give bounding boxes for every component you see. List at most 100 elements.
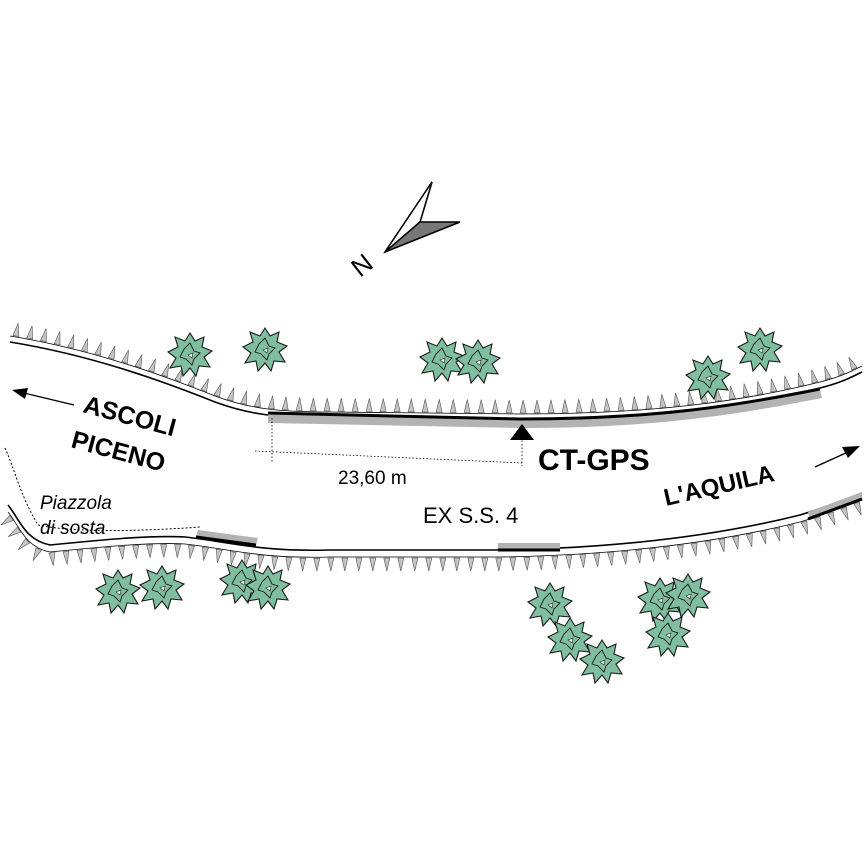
slope-tick <box>575 399 583 413</box>
slope-tick <box>607 552 614 566</box>
lay-by-label-line2: di sosta <box>40 518 105 539</box>
slope-tick <box>690 542 698 557</box>
guardrail-south-2 <box>498 543 560 550</box>
slope-tick <box>309 397 317 412</box>
slope-tick <box>449 399 457 413</box>
slope-tick <box>118 545 126 560</box>
slope-tick <box>770 378 778 393</box>
slope-tick <box>561 399 569 413</box>
slope-tick <box>202 546 209 561</box>
slope-tick <box>481 557 489 572</box>
slope-tick <box>811 369 819 384</box>
guardrail-north <box>268 390 822 428</box>
slope-tick <box>393 398 401 413</box>
slope-tick <box>121 349 129 364</box>
tree-icon <box>737 327 783 372</box>
slope-tick <box>351 398 359 412</box>
slope-tick <box>0 514 14 526</box>
slope-tick <box>267 395 275 410</box>
north-arrow-icon: N <box>345 181 461 283</box>
slope-tick <box>379 398 387 412</box>
slope-tick <box>53 331 61 346</box>
slope-tick <box>687 391 695 405</box>
slope-tick <box>355 557 363 572</box>
slope-tick <box>200 378 209 393</box>
slope-tick <box>323 397 331 412</box>
slope-tick <box>565 555 573 569</box>
slope-tick <box>104 546 112 561</box>
slope-tick <box>756 381 764 395</box>
slope-tick <box>537 556 545 570</box>
lay-by-label-line1: Piazzola <box>40 493 112 514</box>
slope-ticks-south <box>0 501 862 572</box>
slope-tick <box>463 399 471 413</box>
slope-tick <box>784 375 791 390</box>
slope-tick <box>174 368 183 383</box>
slope-tick <box>813 516 822 530</box>
slope-tick <box>257 554 265 569</box>
slope-tick <box>745 533 753 548</box>
slope-tick <box>797 372 805 387</box>
destination-east-label: L'AQUILA <box>661 460 777 512</box>
slope-tick <box>848 356 858 371</box>
slope-tick <box>147 358 156 373</box>
slope-tick <box>631 396 639 410</box>
slope-tick <box>48 552 56 566</box>
direction-arrow-east <box>814 446 860 468</box>
slope-tick <box>649 548 656 562</box>
measurement-lines <box>254 418 523 466</box>
slope-tick <box>523 556 531 571</box>
slope-tick <box>836 362 845 376</box>
slope-tick <box>435 399 443 413</box>
slope-tick <box>8 526 22 537</box>
slope-tick <box>759 530 767 545</box>
slope-tick <box>617 397 625 411</box>
tree-icon <box>527 582 573 627</box>
triangle-marker-icon <box>510 424 534 440</box>
tree-icon <box>95 569 141 614</box>
slope-tick <box>271 556 279 570</box>
slope-tick <box>327 557 335 572</box>
tree-icon <box>685 355 731 400</box>
guardrail-south-1 <box>196 530 258 545</box>
slope-tick <box>226 387 235 402</box>
slope-tick <box>146 544 154 558</box>
slope-tick <box>715 387 722 402</box>
slope-tick <box>12 323 20 337</box>
slope-tick <box>519 399 527 414</box>
slope-tick <box>704 540 712 555</box>
slope-tick <box>107 345 116 360</box>
slope-tick <box>787 524 794 539</box>
slope-tick <box>509 557 517 571</box>
slope-tick <box>853 501 862 516</box>
slope-tick <box>732 535 739 550</box>
slope-tick <box>425 557 433 572</box>
station-label: CT-GPS <box>538 444 650 477</box>
slope-tick <box>134 354 143 369</box>
slope-tick <box>673 392 681 407</box>
slope-tick <box>718 538 726 553</box>
slope-tick <box>62 550 70 565</box>
slope-tick <box>160 544 168 558</box>
slope-tick <box>659 394 667 408</box>
slope-tick <box>439 557 447 572</box>
slope-tick <box>729 385 736 400</box>
slope-tick <box>187 373 196 388</box>
slope-tick <box>76 549 84 564</box>
slope-tick <box>295 397 303 411</box>
slope-tick <box>132 545 140 559</box>
slope-tick <box>773 527 780 542</box>
slope-tick <box>621 550 628 565</box>
slope-tick <box>188 545 195 559</box>
tree-icon <box>455 339 501 384</box>
tree-icon <box>167 332 213 377</box>
slope-tick <box>824 366 832 380</box>
road-name-label: EX S.S. 4 <box>423 503 518 528</box>
lay-by-outline <box>4 447 201 532</box>
distance-label: 23,60 m <box>338 468 407 489</box>
slope-tick <box>174 544 182 558</box>
slope-tick <box>213 383 222 398</box>
tree-icon <box>139 565 185 610</box>
slope-tick <box>67 334 75 349</box>
